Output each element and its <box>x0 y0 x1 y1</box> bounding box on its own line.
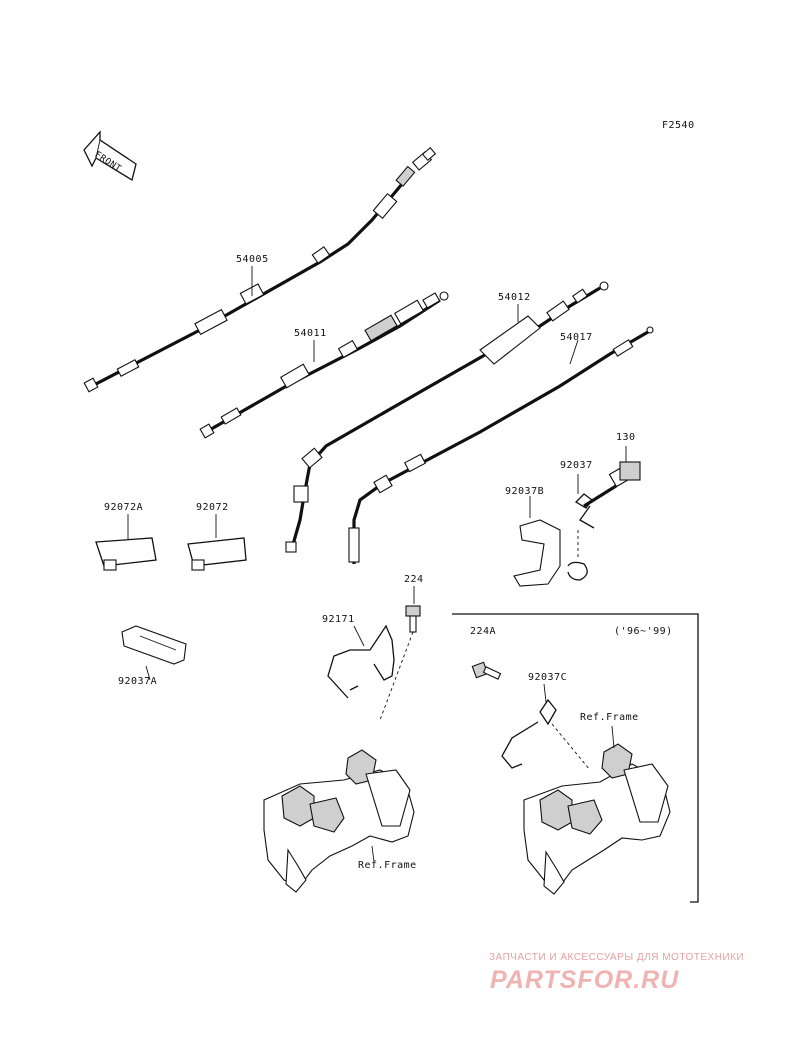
band-92072A <box>95 537 157 571</box>
watermark-logo: PARTSFOR.RU <box>490 966 680 994</box>
callout-54011: 54011 <box>294 328 327 339</box>
leader-lines <box>127 266 627 863</box>
frame-right <box>523 743 671 895</box>
ref-frame-right: Ref.Frame <box>580 712 639 723</box>
throttle-cable-54011 <box>199 291 449 439</box>
callout-54012: 54012 <box>498 292 531 303</box>
bolt-130 <box>583 461 641 508</box>
callout-92037B: 92037B <box>505 486 545 497</box>
plate-92037A <box>121 625 187 665</box>
watermark-tagline: ЗАПЧАСТИ И АКСЕССУАРЫ ДЛЯ МОТОТЕХНИКИ <box>489 952 745 963</box>
bolt-224A <box>471 661 502 680</box>
inset-box <box>452 613 699 903</box>
choke-cable-54012 <box>285 281 609 553</box>
frame-left <box>263 749 415 893</box>
band-92072 <box>187 537 247 571</box>
cable-54017 <box>348 326 654 564</box>
diagram-code: F2540 <box>662 120 695 131</box>
holder-92171 <box>327 624 395 699</box>
clip-92037C <box>501 698 591 771</box>
callout-92072A: 92072A <box>104 502 144 513</box>
clip-92037 <box>567 493 595 581</box>
front-arrow-icon <box>83 130 137 182</box>
callout-54017: 54017 <box>560 332 593 343</box>
callout-92072: 92072 <box>196 502 229 513</box>
callout-92171: 92171 <box>322 614 355 625</box>
ref-frame-left: Ref.Frame <box>358 860 417 871</box>
callout-92037C: 92037C <box>528 672 568 683</box>
bracket-92037B <box>513 519 561 587</box>
callout-224: 224 <box>404 574 424 585</box>
callout-92037A: 92037A <box>118 676 158 687</box>
bolt-224 <box>379 605 421 721</box>
throttle-cable-54005 <box>83 146 437 393</box>
callout-54005: 54005 <box>236 254 269 265</box>
callout-130: 130 <box>616 432 636 443</box>
callout-92037: 92037 <box>560 460 593 471</box>
inset-years: ('96~'99) <box>614 626 673 637</box>
callout-224A: 224A <box>470 626 497 637</box>
